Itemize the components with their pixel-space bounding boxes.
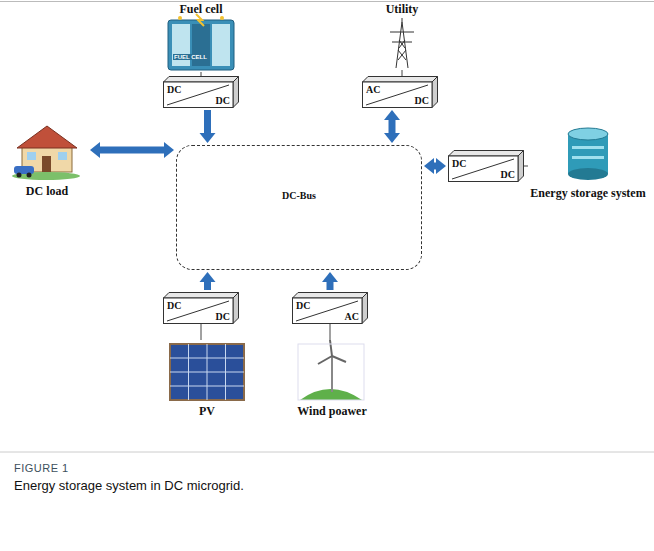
converter-port: DC: [501, 169, 515, 180]
device-label: Energy storage system: [528, 186, 648, 200]
arrow-shaft: [389, 119, 396, 134]
battery-cylinder: [568, 128, 608, 180]
converter-port: DC: [415, 95, 429, 106]
converter-box: DC DC: [163, 292, 239, 324]
box-top-face: [164, 77, 239, 83]
arrow-head: [424, 158, 434, 174]
converter-port: DC: [296, 300, 310, 311]
wire: [330, 324, 331, 340]
box-top-face: [449, 151, 524, 157]
arrow-head: [164, 142, 174, 158]
device-label: PV: [160, 404, 254, 418]
arrow-shaft: [99, 147, 165, 154]
device-label: Wind poawer: [290, 404, 374, 418]
box-side-face: [432, 77, 438, 108]
converter-box: DC DC: [448, 150, 524, 182]
converter-port: DC: [167, 84, 181, 95]
converter-port: AC: [366, 84, 380, 95]
power-flow-arrow: [200, 110, 216, 143]
device-node: DC load: [6, 122, 88, 198]
dc-bus-region: DC-Bus: [176, 145, 422, 270]
box-side-face: [518, 151, 524, 182]
box-top-face: [363, 77, 438, 83]
wind-turbine: [298, 340, 364, 400]
pv-panel: [170, 344, 244, 400]
converter-box: AC DC: [362, 76, 438, 108]
frame-rule: [0, 452, 654, 453]
arrow-head: [384, 133, 400, 143]
converter-slash: [366, 85, 428, 105]
converter-port: DC: [216, 95, 230, 106]
figure-caption: Energy storage system in DC microgrid.: [14, 478, 244, 493]
device-tag: FUEL CELL: [173, 54, 208, 60]
wire: [201, 324, 202, 340]
converter-port: DC: [167, 300, 181, 311]
frame-rule: [0, 1, 654, 2]
converter-slash: [167, 85, 229, 105]
power-flow-arrow: [384, 110, 400, 143]
device-node: PV: [160, 340, 254, 418]
device-label: DC load: [6, 184, 88, 198]
power-flow-arrow: [90, 142, 174, 158]
bus-label: DC-Bus: [177, 190, 421, 201]
device-label: Fuel cell: [160, 2, 242, 16]
box-top-face: [293, 293, 368, 299]
power-flow-arrow: [424, 158, 446, 174]
fuel-cell-illustration: [168, 14, 234, 70]
box-side-face: [233, 77, 239, 108]
arrow-head: [200, 133, 216, 143]
utility-tower: [390, 18, 414, 68]
box-front-face: [164, 298, 234, 324]
wire: [524, 166, 528, 167]
wire: [201, 72, 202, 76]
arrow-head: [436, 158, 446, 174]
converter-box: DC AC: [292, 292, 368, 324]
box-front-face: [449, 156, 519, 182]
arrow-head: [90, 142, 100, 158]
converter-port: AC: [345, 311, 359, 322]
wire: [402, 70, 403, 76]
converter-port: DC: [216, 311, 230, 322]
device-node: Wind poawer: [290, 340, 374, 418]
arrow-head: [322, 272, 338, 282]
converter-box: DC DC: [163, 76, 239, 108]
device-node: Fuel cell: [160, 2, 242, 72]
box-front-face: [363, 82, 433, 108]
power-flow-arrow: [322, 272, 338, 290]
arrow-shaft: [524, 166, 528, 167]
box-front-face: [293, 298, 363, 324]
arrow-head: [200, 272, 216, 282]
device-label: Utility: [370, 2, 434, 16]
arrow-shaft: [327, 281, 334, 290]
device-node: Energy storage system: [528, 124, 648, 200]
device-node: Utility: [370, 2, 434, 70]
arrow-shaft: [201, 324, 202, 340]
box-side-face: [233, 293, 239, 324]
converter-slash: [452, 159, 514, 179]
arrow-shaft: [330, 324, 331, 340]
box-side-face: [362, 293, 368, 324]
converter-slash: [167, 301, 229, 321]
arrow-shaft: [204, 281, 211, 290]
box-front-face: [164, 82, 234, 108]
arrow-shaft: [204, 110, 211, 134]
arrow-shaft: [402, 70, 403, 76]
box-top-face: [164, 293, 239, 299]
figure-number: FIGURE 1: [14, 462, 69, 474]
arrow-head: [384, 110, 400, 120]
house-illustration: [12, 126, 80, 180]
converter-port: DC: [452, 158, 466, 169]
arrow-shaft: [201, 72, 202, 76]
power-flow-arrow: [200, 272, 216, 290]
converter-slash: [296, 301, 358, 321]
